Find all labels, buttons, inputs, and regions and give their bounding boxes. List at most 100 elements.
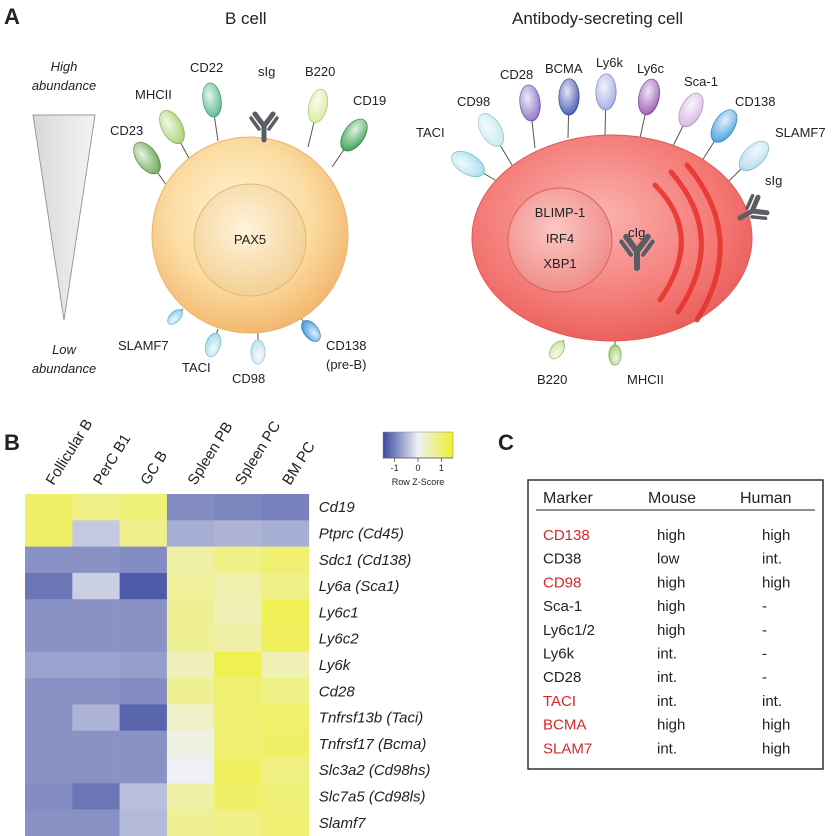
heatmap-cell [119, 651, 168, 679]
marker-name: CD28 [543, 669, 581, 686]
asc-pod-ly6k-icon [595, 73, 617, 137]
color-scale-bar [382, 431, 454, 459]
panel-a-letter: A [4, 4, 20, 29]
heatmap-row-label: Slc3a2 (Cd98hs) [319, 762, 431, 779]
heatmap-cell [214, 783, 262, 810]
abundance-high-line1: High [51, 59, 78, 74]
asc-label-sca1: Sca-1 [684, 74, 718, 89]
heatmap-cell [261, 599, 310, 626]
bcell-nucleus-label: PAX5 [234, 232, 266, 247]
heatmap-cell [25, 572, 73, 600]
heatmap-cell [214, 757, 262, 784]
heatmap-cell [25, 783, 73, 810]
mouse-value: high [657, 598, 685, 615]
marker-name: TACI [543, 693, 576, 710]
marker-table-header-cell: Human [740, 490, 792, 507]
heatmap-cell [166, 494, 215, 521]
heatmap-cell [119, 809, 168, 836]
heatmap-cell [214, 809, 262, 836]
panel-c-letter: C [498, 430, 514, 455]
heatmap-cell [261, 651, 310, 679]
marker-table-border [527, 479, 824, 770]
bcell-pod-cd98-icon [250, 333, 266, 365]
marker-name: SLAM7 [543, 740, 592, 757]
heatmap-cell [119, 704, 168, 731]
heatmap-cell [214, 704, 262, 731]
bcell-sig-antibody-icon [251, 114, 277, 140]
heatmap-cell [119, 678, 168, 705]
heatmap-cell [166, 651, 215, 679]
asc-nucleus-label-2: IRF4 [546, 231, 574, 246]
heatmap-cell [72, 546, 120, 574]
heatmap-cell [72, 757, 120, 784]
heatmap-cell [25, 757, 73, 784]
marker-name: CD138 [543, 527, 590, 544]
bcell-pod-b220-icon [307, 88, 329, 148]
asc-label-ly6k: Ly6k [596, 55, 623, 70]
asc-nucleus-label-1: BLIMP-1 [535, 205, 586, 220]
mouse-value: high [657, 717, 685, 734]
mouse-value: int. [657, 693, 677, 710]
marker-table-row: CD28 int. - [543, 669, 767, 686]
heatmap-cell [25, 730, 73, 758]
marker-table-header-cell: Marker [543, 490, 593, 507]
mouse-value: int. [657, 669, 677, 686]
panel-b-letter: B [4, 430, 20, 455]
heatmap-cell [261, 520, 310, 547]
heatmap-row-label: Ly6c1 [319, 604, 359, 621]
asc-pod-cd98-icon [477, 113, 513, 166]
heatmap-cell [72, 625, 120, 653]
heatmap-row-label: Ly6k [319, 657, 352, 674]
heatmap-cell [25, 520, 73, 547]
human-value: high [762, 740, 790, 757]
heatmap-cell [261, 730, 310, 758]
asc-diagram: BLIMP-1 IRF4 XBP1 cIg [451, 73, 773, 366]
heatmap-cell [119, 572, 168, 600]
asc-label-cd98: CD98 [457, 94, 490, 109]
asc-pod-slamf7-icon [724, 140, 770, 186]
heatmap-cell [72, 678, 120, 705]
asc-label-cd138: CD138 [735, 94, 775, 109]
heatmap-row-label: Ly6a (Sca1) [319, 578, 400, 595]
bcell-title: B cell [225, 9, 267, 28]
heatmap-cell [214, 546, 262, 574]
heatmap-cell [119, 546, 168, 574]
bcell-label-b220: B220 [305, 64, 335, 79]
bcell-pod-cd23-icon [133, 141, 171, 191]
heatmap-cell [72, 651, 120, 679]
asc-nucleus-label-3: XBP1 [543, 256, 576, 271]
heatmap-cell [72, 572, 120, 600]
asc-er-arc-3 [684, 162, 723, 323]
heatmap-column-label: Spleen PB [185, 419, 237, 488]
heatmap-cell [119, 783, 168, 810]
bcell-label-slamf7: SLAMF7 [118, 338, 169, 353]
asc-er-arc-1 [652, 182, 684, 303]
human-value: - [762, 669, 767, 686]
asc-title: Antibody-secreting cell [512, 9, 683, 28]
heatmap-cell [25, 599, 73, 626]
bcell-label-sig: sIg [258, 64, 275, 79]
heatmap-cell [261, 625, 310, 653]
asc-pod-b220-icon [548, 339, 566, 360]
heatmap-cell [119, 494, 168, 521]
asc-er-arc-2 [668, 169, 704, 315]
bcell-pod-mhcii-icon [159, 109, 191, 161]
bcell-label-taci: TACI [182, 360, 211, 375]
heatmap-cell [119, 625, 168, 653]
heatmap-column-label: Follicular B [43, 416, 97, 488]
bcell-pod-taci-icon [204, 328, 222, 358]
heatmap-cell [166, 625, 215, 653]
heatmap-cell [72, 730, 120, 758]
marker-name: CD98 [543, 574, 581, 591]
heatmap-cell [166, 704, 215, 731]
asc-label-sig: sIg [765, 173, 782, 188]
heatmap-cell [166, 546, 215, 574]
heatmap-cell [72, 809, 120, 836]
mouse-value: int. [657, 646, 677, 663]
